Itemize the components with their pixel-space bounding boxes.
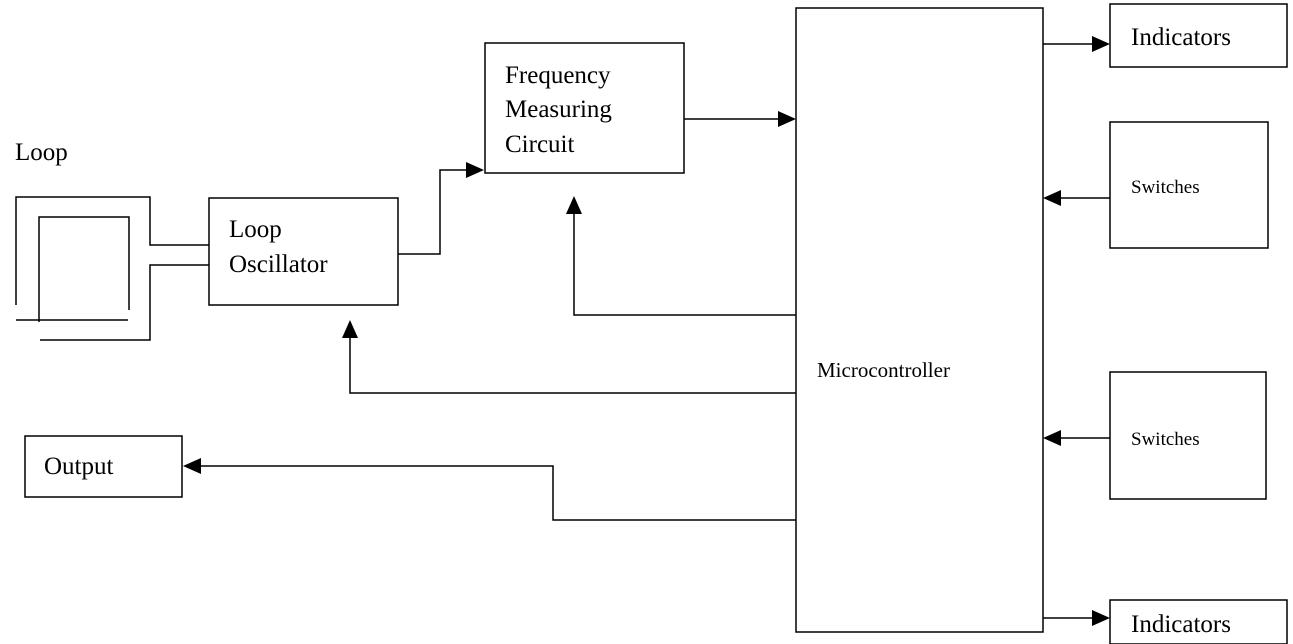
frequency-label-line3: Circuit [505,131,574,158]
osc-to-frequency-arrow [398,162,484,255]
switches-bottom-block: Switches [1109,371,1267,500]
frequency-label-line1: Frequency [505,62,611,89]
micro-to-indicators-top-arrow [1043,36,1110,52]
indicators-bottom-label: Indicators [1131,611,1231,638]
frequency-to-micro-arrow [684,111,796,127]
loop-oscillator-block: Loop Oscillator [208,197,399,306]
loop-label: Loop [15,139,68,166]
switches-top-block: Switches [1109,121,1269,249]
micro-to-oscillator-arrow [342,320,796,394]
switches-bottom-to-micro-arrow [1043,430,1110,446]
frequency-measuring-circuit-block: Frequency Measuring Circuit [484,42,685,174]
loop-oscillator-label-line1: Loop [229,216,282,243]
indicators-top-block: Indicators [1109,3,1288,68]
indicators-top-label: Indicators [1131,24,1231,51]
microcontroller-label: Microcontroller [817,358,950,382]
micro-to-output-arrow [183,458,796,521]
microcontroller-block: Microcontroller [795,7,1044,633]
micro-to-frequency-arrow [566,196,796,316]
output-block: Output [24,435,183,498]
loop-coil-icon [15,196,210,341]
output-label: Output [44,453,114,480]
micro-to-indicators-bottom-arrow [1043,610,1110,626]
indicators-bottom-block: Indicators [1109,599,1288,644]
switches-top-label: Switches [1131,177,1200,198]
switches-bottom-label: Switches [1131,429,1200,450]
loop-oscillator-label-line2: Oscillator [229,251,328,278]
frequency-label-line2: Measuring [505,96,612,123]
switches-top-to-micro-arrow [1043,190,1110,206]
